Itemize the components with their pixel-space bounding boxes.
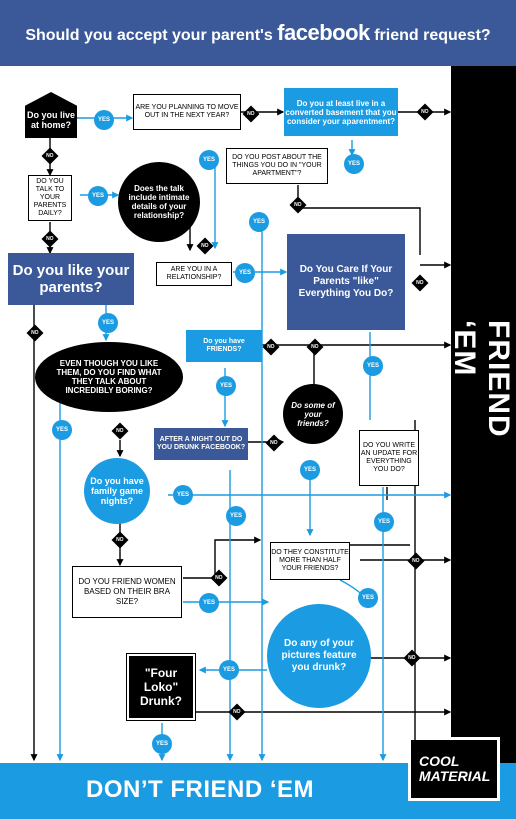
yes-badge: YES [249,212,269,232]
node-basement: Do you at least live in a converted base… [284,88,398,136]
node-some-friends: Do some of your friends? [283,384,343,444]
yes-badge: YES [374,512,394,532]
node-relationship: ARE YOU IN A RELATIONSHIP? [156,262,232,286]
yes-badge: YES [363,356,383,376]
yes-badge: YES [216,376,236,396]
node-care-like: Do You Care If Your Parents "like" Every… [287,234,405,330]
page-title: Should you accept your parent's facebook… [25,20,491,45]
friend-outcome-bar [451,66,516,819]
yes-badge: YES [358,588,378,608]
node-drunk-facebook: AFTER A NIGHT OUT DO YOU DRUNK FACEBOOK? [154,428,248,460]
yes-badge: YES [300,460,320,480]
facebook-logo-text: facebook [277,20,370,45]
node-write-update: DO YOU WRITE AN UPDATE FOR EVERYTHING YO… [359,430,419,486]
yes-badge: YES [98,313,118,333]
node-have-friends: Do you have FRIENDS? [186,330,262,362]
yes-badge: YES [235,263,255,283]
yes-badge: YES [226,506,246,526]
node-four-loko: "Four Loko" Drunk? [126,653,196,721]
node-boring: EVEN THOUGH YOU LIKE THEM, DO YOU FIND W… [35,342,183,412]
node-bra-size: DO YOU FRIEND WOMEN BASED ON THEIR BRA S… [72,566,182,618]
node-like-parents: Do you like your parents? [8,253,134,305]
yes-badge: YES [52,420,72,440]
yes-badge: YES [88,186,108,206]
yes-badge: YES [344,154,364,174]
node-intimate-details: Does the talk include intimate details o… [118,162,200,242]
yes-badge: YES [199,150,219,170]
node-talk-daily: DO YOU TALK TO YOUR PARENTS DAILY? [28,175,72,221]
node-move-out: ARE YOU PLANNING TO MOVE OUT IN THE NEXT… [133,94,241,130]
yes-badge: YES [94,110,114,130]
header-banner: Should you accept your parent's facebook… [0,0,516,66]
dont-friend-em-label: DON’T FRIEND ‘EM [86,776,314,803]
yes-badge: YES [199,593,219,613]
yes-badge: YES [219,660,239,680]
node-constitute: DO THEY CONSTITUTE MORE THAN HALF YOUR F… [270,542,350,580]
node-post-about: DO YOU POST ABOUT THE THINGS YOU DO IN "… [226,148,328,184]
yes-badge: YES [173,485,193,505]
yes-badge: YES [152,734,172,754]
node-game-nights: Do you have family game nights? [84,458,150,524]
node-pictures-drunk: Do any of your pictures feature you drun… [267,604,371,708]
